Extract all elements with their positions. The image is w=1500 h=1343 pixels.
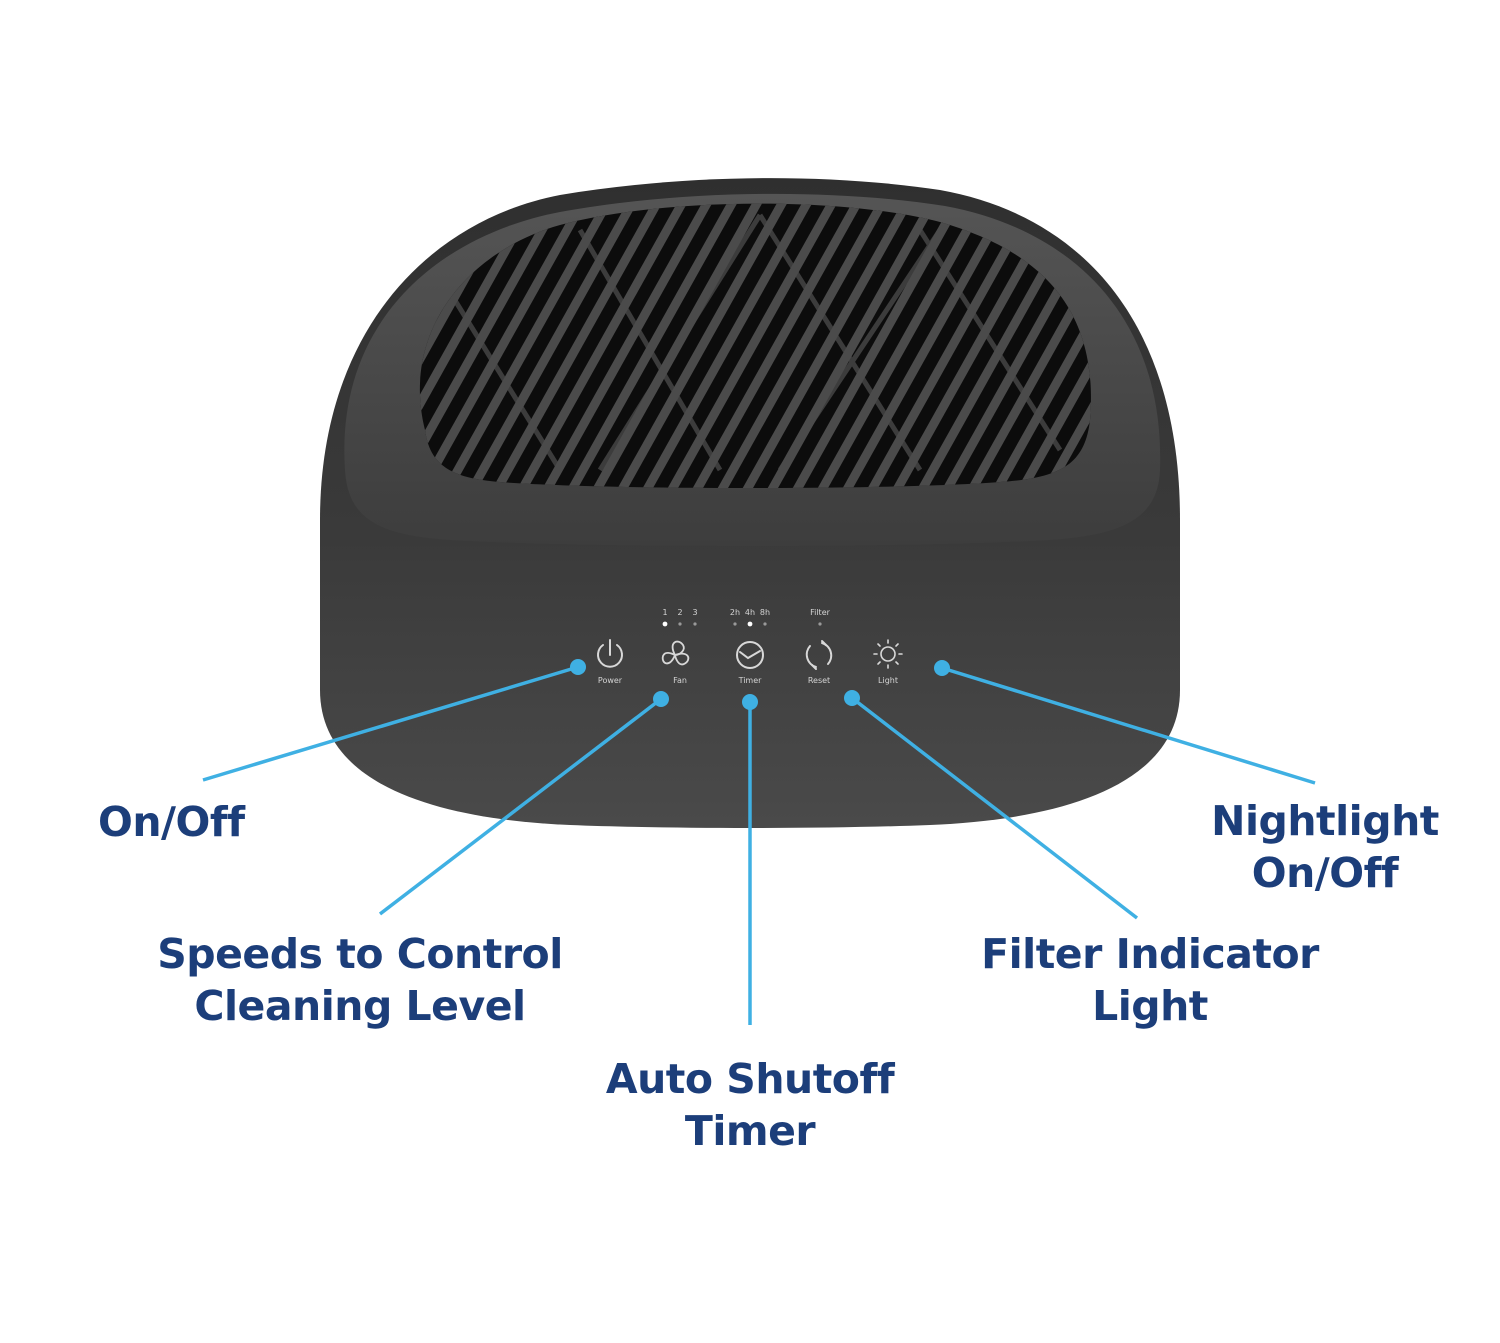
callout-line: Timer: [684, 1107, 816, 1155]
callout-line: Speeds to Control: [157, 930, 563, 978]
callout-label-auto-shutoff: Auto Shutoff Timer: [590, 1053, 910, 1157]
callout-dot-power: [570, 659, 586, 675]
reset-button-label: Reset: [807, 676, 831, 685]
timer-label-2h: 2h: [729, 608, 741, 617]
power-button-label: Power: [597, 676, 623, 685]
light-button-label: Light: [878, 676, 898, 685]
speed-2-led: [678, 622, 682, 626]
speed-1-led: [662, 621, 668, 627]
callout-line: Filter Indicator: [981, 930, 1319, 978]
callout-label-on-off: On/Off: [98, 796, 245, 848]
timer-label-4h: 4h: [744, 608, 756, 617]
callout-lines: [202, 665, 1316, 1025]
callout-label-speeds: Speeds to Control Cleaning Level: [140, 928, 580, 1032]
callout-line: Nightlight: [1211, 797, 1439, 845]
reset-icon: [805, 640, 833, 670]
power-icon: [597, 639, 623, 668]
callout-line: Auto Shutoff: [605, 1055, 895, 1103]
speed-label-3: 3: [692, 608, 698, 617]
timer-icon: [736, 641, 764, 669]
timer-2h-led: [733, 622, 737, 626]
filter-indicator-label: Filter: [810, 608, 830, 617]
fan-button-label: Fan: [673, 676, 687, 685]
callout-dot-fan: [653, 691, 669, 707]
fan-icon: [661, 640, 690, 666]
speed-3-led: [693, 622, 697, 626]
callout-line: Cleaning Level: [194, 982, 526, 1030]
callout-label-filter-indicator: Filter Indicator Light: [970, 928, 1330, 1032]
timer-8h-led: [763, 622, 767, 626]
callout-label-nightlight: Nightlight On/Off: [1195, 795, 1455, 899]
timer-4h-led: [747, 621, 753, 627]
speed-label-2: 2: [677, 608, 683, 617]
filter-led: [818, 622, 822, 626]
callout-line: On/Off: [98, 798, 245, 846]
callout-line: On/Off: [1251, 849, 1399, 897]
callout-dot-light: [934, 660, 950, 676]
callout-dots: [570, 659, 950, 710]
timer-button-label: Timer: [738, 676, 762, 685]
callout-line: Light: [1092, 982, 1208, 1030]
speed-label-1: 1: [662, 608, 668, 617]
timer-label-8h: 8h: [759, 608, 771, 617]
sun-icon: [873, 639, 903, 669]
callout-dot-timer: [742, 694, 758, 710]
indicator-leds: [662, 621, 822, 627]
callout-dot-reset: [844, 690, 860, 706]
